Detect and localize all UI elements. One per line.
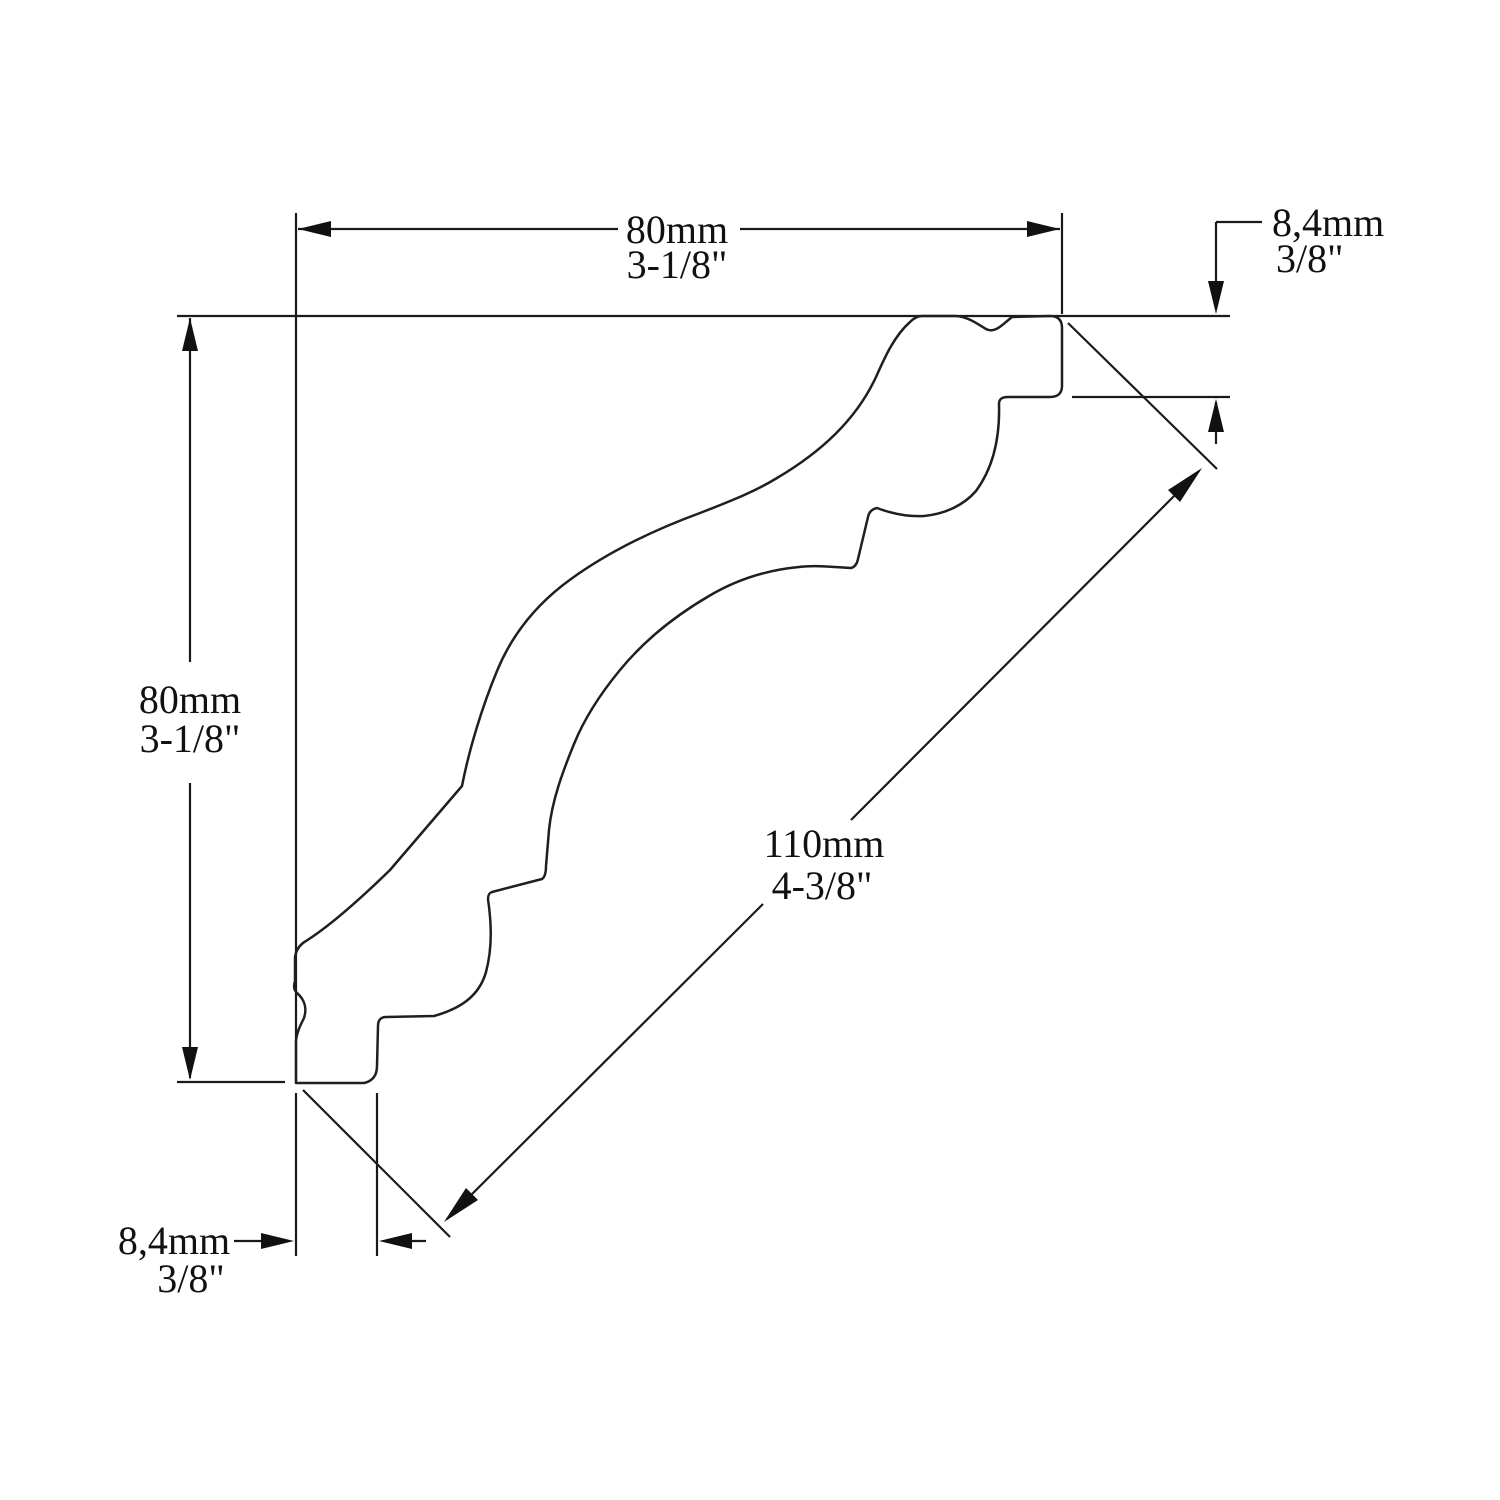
- diagonal-extension-topright: [1067, 322, 1218, 470]
- topright-thickness-inch-label: 3/8": [1276, 236, 1343, 281]
- top-dim-arrow-right-icon: [1027, 221, 1060, 237]
- bottomleft-arrow-left-icon: [379, 1233, 412, 1249]
- top-dim-arrow-left-icon: [298, 221, 331, 237]
- molding-profile-outline: [292, 314, 1064, 1085]
- face-diagonal-mm-label: 110mm: [764, 821, 885, 866]
- bottomleft-thickness-mm-label: 8,4mm: [118, 1218, 230, 1263]
- diagonal-arrow-downleft-icon: [444, 1188, 478, 1222]
- top-width-mm-label: 80mm: [626, 207, 728, 252]
- left-dim-arrow-down-icon: [182, 1047, 198, 1080]
- topright-thickness-mm-label: 8,4mm: [1272, 200, 1384, 245]
- bottomleft-arrow-right-icon: [261, 1233, 294, 1249]
- top-width-inch-label: 3-1/8": [627, 242, 728, 287]
- topright-arrow-down-icon: [1208, 281, 1224, 314]
- face-diagonal-inch-label: 4-3/8": [772, 863, 873, 908]
- diagonal-dim-line-upper: [850, 470, 1200, 821]
- left-dim-arrow-up-icon: [182, 318, 198, 351]
- bottomleft-thickness-inch-label: 3/8": [157, 1256, 224, 1301]
- topright-arrow-up-icon: [1208, 399, 1224, 432]
- left-height-inch-label: 3-1/8": [140, 716, 241, 761]
- diagonal-arrow-upright-icon: [1168, 468, 1202, 502]
- left-height-mm-label: 80mm: [139, 677, 241, 722]
- diagonal-dim-line-lower: [446, 903, 764, 1220]
